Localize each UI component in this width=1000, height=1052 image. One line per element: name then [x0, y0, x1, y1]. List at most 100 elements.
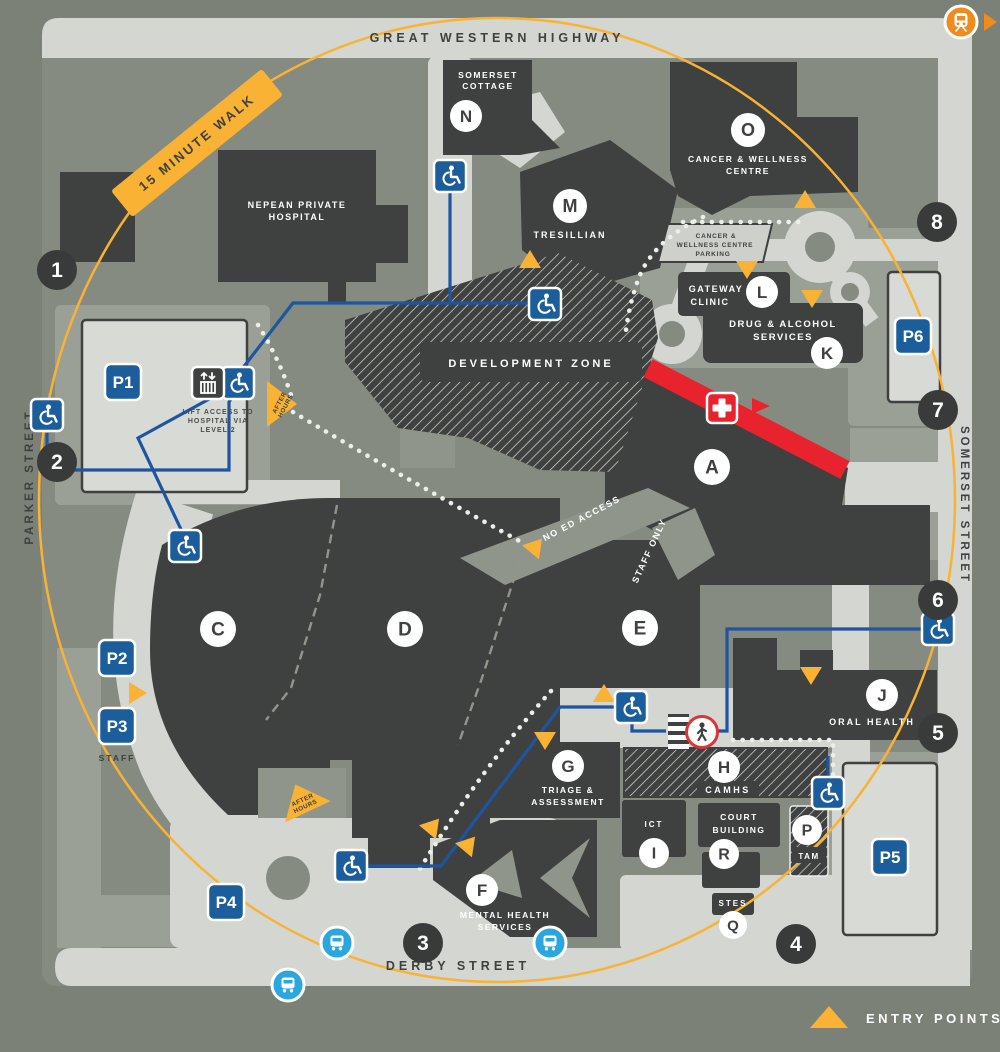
- svg-text:7: 7: [932, 399, 944, 422]
- entry-marker-4: 4: [776, 924, 816, 964]
- entry-marker-2: 2: [37, 442, 77, 482]
- svg-text:H: H: [718, 758, 730, 777]
- label-triage-2: ASSESSMENT: [531, 797, 605, 807]
- label-p3-staff: STAFF: [99, 753, 136, 763]
- labels-layer: GREAT WESTERN HIGHWAY PARKER STREET SOME…: [24, 31, 970, 973]
- building-nepean-private-hospital: [218, 150, 408, 302]
- svg-text:HOSPITAL VIA: HOSPITAL VIA: [188, 418, 248, 425]
- svg-text:CANCER &: CANCER &: [696, 233, 737, 240]
- train-direction-arrow: [984, 13, 997, 31]
- entry-marker-7: 7: [918, 390, 958, 430]
- legend-entry-triangle-icon: [810, 1006, 848, 1028]
- svg-text:P5: P5: [880, 848, 901, 867]
- building-marker-n: N: [450, 100, 482, 132]
- parking-sign-p6: P6: [893, 316, 933, 356]
- building-marker-i: I: [639, 838, 669, 868]
- svg-text:O: O: [741, 120, 755, 140]
- svg-text:P3: P3: [107, 717, 128, 736]
- label-ict: ICT: [645, 820, 664, 829]
- svg-text:A: A: [705, 458, 719, 479]
- svg-text:E: E: [634, 619, 647, 640]
- lift-icon: [190, 365, 226, 401]
- svg-text:2: 2: [51, 451, 63, 474]
- building-markers: A C D E F G H I J K L M N O P Q R: [200, 100, 898, 939]
- svg-text:3: 3: [417, 932, 429, 955]
- label-triage-1: TRIAGE &: [542, 785, 595, 795]
- emergency-pointer: [752, 398, 770, 414]
- wheelchair-icon: [29, 397, 65, 433]
- parking-sign-p2: P2: [97, 638, 137, 678]
- legend: ENTRY POINTS: [810, 1006, 1000, 1028]
- label-nepean-2: HOSPITAL: [269, 212, 326, 222]
- building-marker-r: R: [709, 839, 739, 869]
- cancer-parking-label: CANCER & WELLNESS CENTRE PARKING: [677, 233, 754, 258]
- development-zone-label: DEVELOPMENT ZONE: [420, 342, 642, 382]
- label-somerset-cottage-2: COTTAGE: [462, 81, 513, 91]
- label-stes: STES: [719, 899, 748, 908]
- svg-text:CAMHS: CAMHS: [705, 785, 751, 795]
- svg-text:P6: P6: [903, 327, 924, 346]
- building-somerset-cottage: [443, 60, 560, 155]
- building-division-lines: [265, 504, 522, 746]
- svg-text:5: 5: [932, 722, 944, 745]
- label-mental-health-1: MENTAL HEALTH: [460, 910, 550, 920]
- pedestrian-icon: [685, 715, 719, 749]
- svg-text:8: 8: [931, 211, 943, 234]
- building-marker-p-tam: P: [792, 815, 822, 845]
- svg-text:I: I: [652, 846, 656, 863]
- tam-label: TAM: [792, 847, 826, 863]
- label-cancer-wellness-1: CANCER & WELLNESS: [688, 154, 808, 164]
- parking-sign-p1: P1: [103, 362, 143, 402]
- label-oral-health: ORAL HEALTH: [829, 717, 915, 727]
- road-great-western-highway: [42, 18, 972, 58]
- label-drug-alcohol-1: DRUG & ALCOHOL: [729, 319, 837, 330]
- svg-text:K: K: [821, 344, 834, 363]
- label-gateway-2: CLINIC: [691, 297, 730, 307]
- svg-text:P: P: [802, 823, 813, 840]
- building-marker-o: O: [731, 113, 765, 147]
- building-marker-f: F: [466, 874, 498, 906]
- street-label-highway: GREAT WESTERN HIGHWAY: [370, 31, 625, 45]
- entry-marker-5: 5: [918, 713, 958, 753]
- street-label-somerset: SOMERSET STREET: [958, 426, 970, 584]
- label-drug-alcohol-2: SERVICES: [753, 332, 813, 343]
- street-label-derby: DERBY STREET: [386, 959, 530, 973]
- building-marker-k: K: [811, 337, 843, 369]
- building-marker-g: G: [552, 750, 584, 782]
- svg-text:F: F: [477, 881, 487, 900]
- roundabouts: [266, 232, 859, 900]
- bus-stop-icon: [532, 925, 568, 961]
- dotted-paths: [255, 214, 836, 875]
- entry-number-markers: 1 2 3 4 5 6 7 8: [37, 202, 958, 964]
- label-gateway-1: GATEWAY: [689, 284, 744, 294]
- building-ict: [622, 800, 686, 857]
- label-mental-health-2: SERVICES: [478, 922, 533, 932]
- svg-text:R: R: [718, 847, 730, 864]
- svg-text:WELLNESS CENTRE: WELLNESS CENTRE: [677, 242, 754, 249]
- pedestrian-crossing: [668, 714, 719, 750]
- entry-points: AFTER HOURS AFTER HOURS: [129, 190, 823, 858]
- svg-text:J: J: [877, 686, 886, 705]
- icons-layer: [29, 4, 997, 1003]
- parking-sign-p3: P3: [97, 706, 137, 746]
- entry-marker-6: 6: [918, 580, 958, 620]
- wheelchair-icon: [167, 528, 203, 564]
- wheelchair-icon: [432, 158, 468, 194]
- label-somerset-cottage-1: SOMERSET: [458, 70, 518, 80]
- building-g-triage: [480, 742, 620, 818]
- svg-text:P1: P1: [113, 373, 134, 392]
- building-stes: [712, 893, 754, 915]
- building-marker-c: C: [200, 611, 236, 647]
- svg-text:Q: Q: [727, 918, 739, 935]
- label-court-2: BUILDING: [712, 825, 765, 835]
- svg-text:D: D: [398, 620, 412, 641]
- lift-access-label: LIFT ACCESS TO HOSPITAL VIA LEVEL 2: [182, 409, 252, 434]
- building-c: [150, 498, 330, 815]
- svg-text:M: M: [563, 196, 578, 216]
- wheelchair-icon: [220, 365, 256, 401]
- svg-text:PARKING: PARKING: [695, 251, 730, 258]
- svg-text:1: 1: [51, 259, 63, 282]
- wheelchair-icon: [333, 848, 369, 884]
- label-tresillian: TRESILLIAN: [534, 230, 607, 240]
